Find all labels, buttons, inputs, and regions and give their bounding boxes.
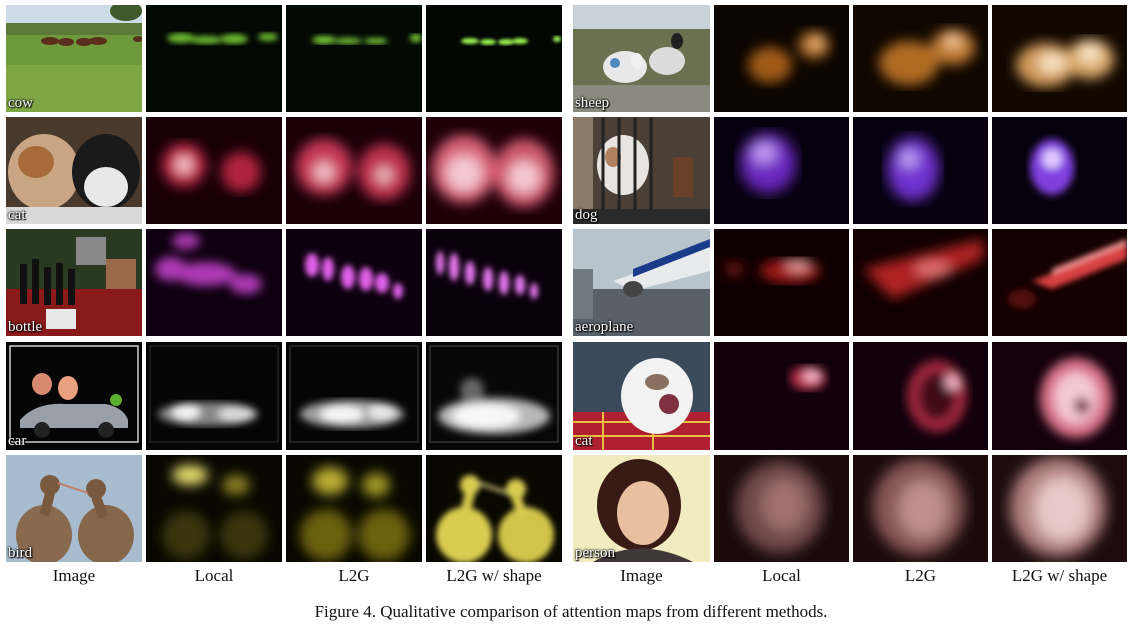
object-label: bird xyxy=(8,545,33,561)
column-header-local: Local xyxy=(194,566,234,585)
attention-map-local xyxy=(146,117,282,224)
attention-map-l2g-shape xyxy=(992,117,1127,224)
attention-map-l2g xyxy=(853,342,988,450)
attention-map-l2g xyxy=(286,342,422,450)
attention-map-l2g-shape xyxy=(992,229,1127,336)
column-header-l2g-shape: L2G w/ shape xyxy=(1011,566,1108,585)
attention-map-l2g-shape xyxy=(426,117,562,224)
attention-map-local xyxy=(714,229,849,336)
attention-map-local xyxy=(146,229,282,336)
attention-map-local xyxy=(146,342,282,450)
attention-map-l2g-shape xyxy=(992,342,1127,450)
attention-map-local xyxy=(714,117,849,224)
image-bird: bird xyxy=(6,455,142,562)
object-label: cow xyxy=(8,95,33,111)
attention-map-local xyxy=(714,5,849,112)
image-car: car xyxy=(6,342,142,450)
attention-map-l2g xyxy=(286,455,422,562)
attention-map-local xyxy=(146,455,282,562)
attention-map-l2g-shape xyxy=(426,229,562,336)
object-label: car xyxy=(8,433,27,449)
image-bottle: bottle xyxy=(6,229,142,336)
attention-map-l2g xyxy=(853,455,988,562)
attention-map-l2g xyxy=(853,117,988,224)
attention-map-l2g-shape xyxy=(426,455,562,562)
object-label: cat xyxy=(8,207,26,223)
image-cat: cat xyxy=(6,117,142,224)
attention-map-local xyxy=(146,5,282,112)
object-label: dog xyxy=(575,207,598,223)
column-header-l2g: L2G xyxy=(904,566,937,585)
image-sheep: sheep xyxy=(573,5,710,112)
column-header-l2g: L2G xyxy=(338,566,370,585)
column-header-image: Image xyxy=(52,566,96,585)
attention-map-l2g-shape xyxy=(992,5,1127,112)
object-label: person xyxy=(575,545,615,561)
attention-map-l2g xyxy=(853,229,988,336)
attention-map-l2g-shape xyxy=(426,342,562,450)
image-cow: cow xyxy=(6,5,142,112)
attention-map-l2g xyxy=(286,5,422,112)
object-label: aeroplane xyxy=(575,319,634,335)
object-label: sheep xyxy=(575,95,610,111)
object-label: cat xyxy=(575,433,593,449)
attention-map-l2g xyxy=(286,117,422,224)
attention-map-l2g xyxy=(853,5,988,112)
attention-map-local xyxy=(714,342,849,450)
column-header-local: Local xyxy=(762,566,801,585)
column-header-image: Image xyxy=(620,566,663,585)
object-label: bottle xyxy=(8,319,43,335)
attention-map-l2g-shape xyxy=(992,455,1127,562)
attention-map-l2g xyxy=(286,229,422,336)
column-header-l2g-shape: L2G w/ shape xyxy=(446,566,542,585)
image-person: person xyxy=(573,455,710,562)
image-cat: cat xyxy=(573,342,710,450)
image-dog: dog xyxy=(573,117,710,224)
image-aeroplane: aeroplane xyxy=(573,229,710,336)
figure-caption: Figure 4. Qualitative comparison of atte… xyxy=(314,602,828,621)
attention-map-l2g-shape xyxy=(426,5,562,112)
attention-map-local xyxy=(714,455,849,562)
